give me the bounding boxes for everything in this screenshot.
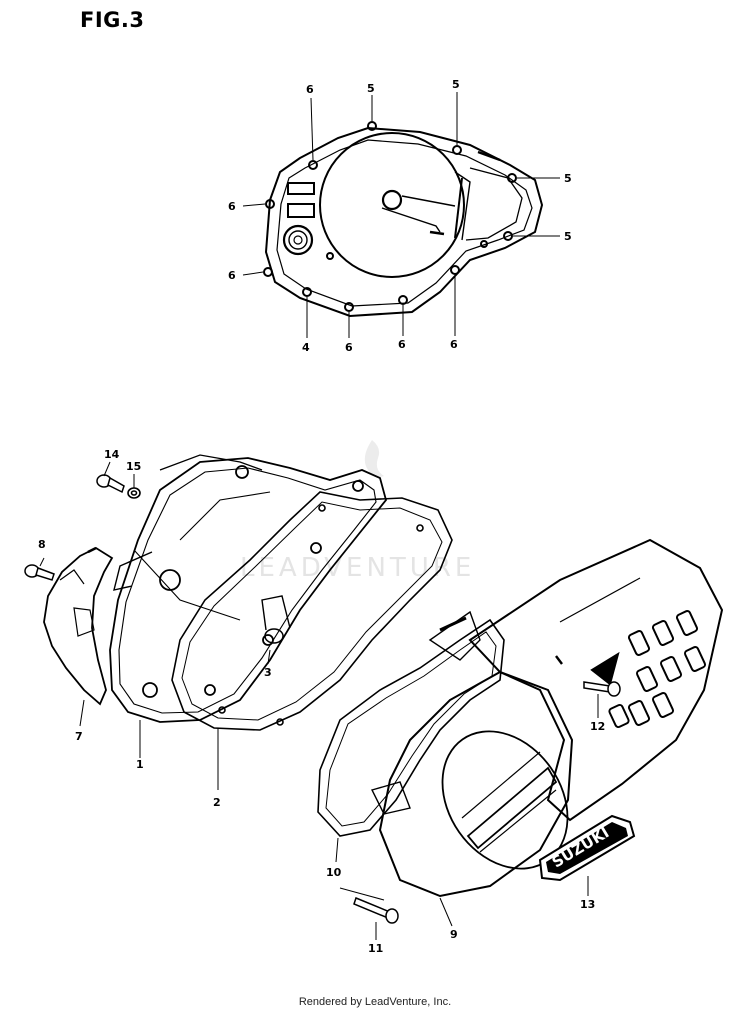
callout-4: 4 [302,341,310,354]
callout-6-bottom-a: 6 [345,341,353,354]
callout-5-right-a: 5 [564,172,572,185]
guard-part-7 [43,546,114,706]
callout-12: 12 [590,720,605,733]
callout-5-top-a: 5 [367,82,375,95]
callout-2: 2 [213,796,221,809]
callout-9: 9 [450,928,458,941]
gasket-part-2 [171,491,453,731]
callout-6-left-b: 6 [228,269,236,282]
inner-cover-part-4 [263,121,544,318]
callout-11: 11 [368,942,383,955]
callout-6-bottom-b: 6 [398,338,406,351]
bolt-part-8 [24,564,55,581]
bottom-callouts: 8 14 15 7 1 2 3 10 9 11 12 13 [38,448,605,955]
bolt-part-14 [96,474,125,494]
washer-part-15 [127,487,141,499]
callout-14: 14 [104,448,120,461]
bolt-part-12 [583,681,621,697]
bottom-leader-lines [39,461,599,940]
callout-8: 8 [38,538,46,551]
callout-3: 3 [264,666,272,679]
callout-1: 1 [136,758,144,771]
top-callouts: 6 5 5 5 5 6 6 4 6 6 6 [228,78,572,354]
callout-6-bottom-c: 6 [450,338,458,351]
callout-13: 13 [580,898,595,911]
figure-title: FIG.3 [80,8,145,32]
callout-6-left-a: 6 [228,200,236,213]
callout-5-right-b: 5 [564,230,572,243]
callout-15: 15 [126,460,141,473]
footer-credit: Rendered by LeadVenture, Inc. [298,996,452,1008]
watermark: LEADVENTURE [240,440,471,583]
top-leader-lines [242,92,560,338]
side-panel-vented [468,538,724,822]
callout-5-top-b: 5 [452,78,460,91]
crankcase-cover-part-1 [109,454,387,723]
callout-6-top-left: 6 [306,83,314,96]
screw-part-11 [353,897,399,924]
callout-10: 10 [326,866,342,879]
callout-7: 7 [75,730,83,743]
